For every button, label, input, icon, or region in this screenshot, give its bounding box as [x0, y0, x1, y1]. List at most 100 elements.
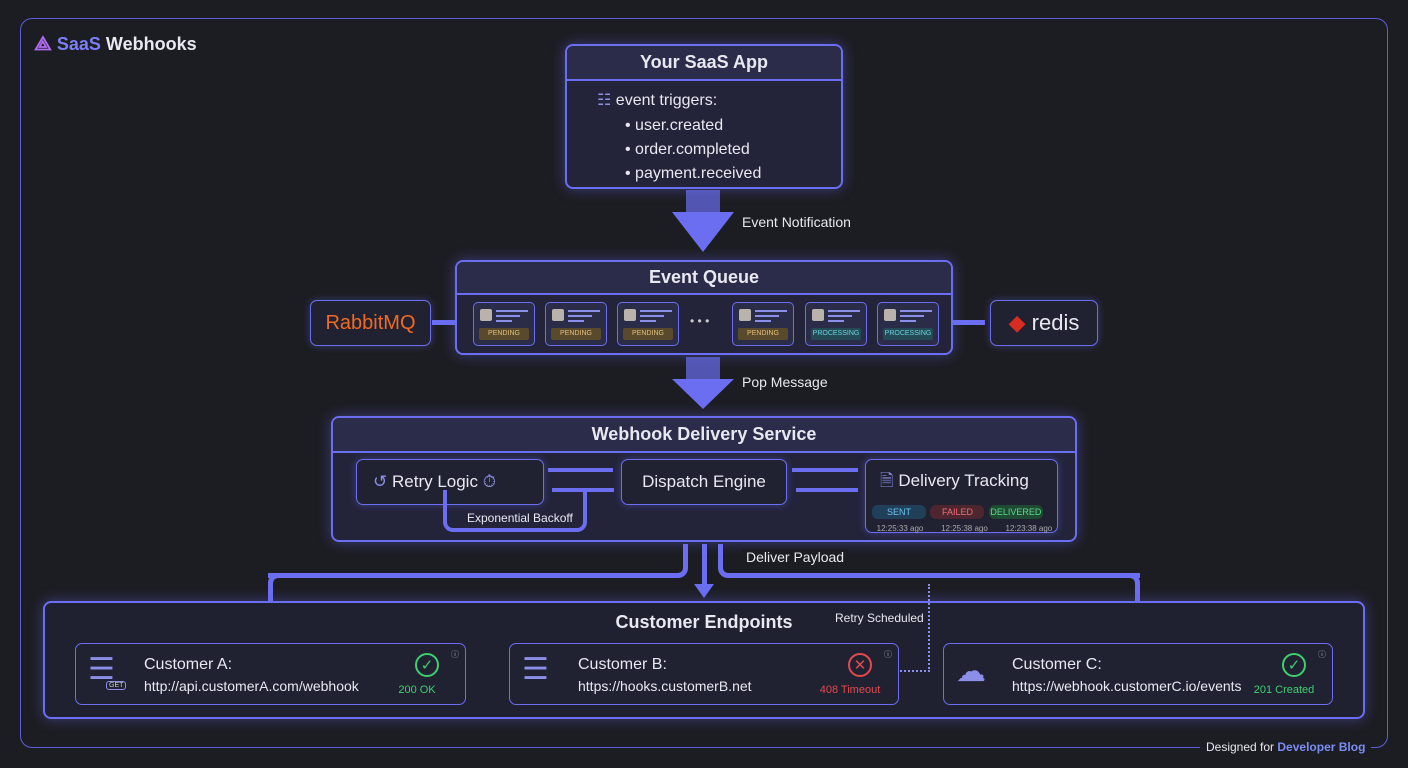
deliver-arrowhead-b — [694, 584, 714, 598]
endpoint-customer-c[interactable]: ☁ Customer C: https://webhook.customerC.… — [943, 643, 1333, 705]
retry-to-dispatch-arrow — [548, 468, 613, 472]
triggers-label-text: event triggers: — [615, 92, 718, 109]
redis-logo-icon: ◆ — [1008, 310, 1026, 335]
delivery-tracking-box: 🗎 Delivery Tracking SENT FAILED DELIVERE… — [865, 459, 1058, 533]
backoff-loop — [443, 490, 587, 532]
info-icon: ⓘ — [451, 650, 459, 659]
list-icon: ☷ — [597, 92, 612, 109]
timer-icon: ⏱ — [482, 472, 496, 491]
dispatch-engine-box: Dispatch Engine — [621, 459, 787, 505]
brand-title-b: Webhooks — [105, 34, 197, 54]
queue-to-redis-arrow — [953, 320, 985, 325]
customer-url: https://webhook.customerC.io/events — [1012, 678, 1242, 694]
message-line — [828, 320, 844, 322]
message-status: PENDING — [479, 328, 529, 340]
customer-url: https://hooks.customerB.net — [578, 678, 752, 694]
get-badge: GET — [106, 681, 127, 690]
delivery-service-title: Webhook Delivery Service — [333, 418, 1075, 453]
message-line — [640, 310, 672, 312]
status-delivered-badge: DELIVERED — [988, 505, 1043, 519]
message-status: PROCESSING — [883, 328, 933, 340]
message-line — [568, 310, 600, 312]
customer-name: Customer A: — [144, 656, 233, 673]
document-search-icon: 🗎 — [880, 471, 894, 490]
info-icon: ⓘ — [884, 650, 892, 659]
notification-arrowhead — [672, 212, 734, 252]
pop-arrowhead — [672, 379, 734, 409]
message-status: PENDING — [551, 328, 601, 340]
retry-scheduled-path — [900, 584, 930, 672]
message-line — [900, 320, 916, 322]
redis-box: ◆ redis — [990, 300, 1098, 346]
server-icon: ☰ — [88, 653, 115, 686]
message-icon — [739, 309, 751, 321]
footer-prefix: Designed for — [1206, 740, 1275, 754]
rabbit-to-queue-arrow — [432, 320, 462, 325]
retry-logic-box: ↺ Retry Logic ⏱ — [356, 459, 544, 505]
message-line — [568, 320, 584, 322]
trigger-item: • user.created — [625, 117, 724, 134]
message-line — [828, 315, 852, 317]
footer-credit: Designed for Developer Blog — [1200, 740, 1372, 754]
triggers-label: ☷ event triggers: — [597, 90, 717, 110]
trigger-text: payment.received — [635, 165, 762, 182]
status-text: 200 OK — [398, 684, 436, 696]
status-text: 408 Timeout — [819, 684, 881, 696]
retry-icon: ↺ — [373, 472, 388, 491]
message-line — [640, 315, 664, 317]
event-queue-title: Event Queue — [457, 262, 951, 295]
trigger-text: order.completed — [635, 141, 750, 158]
trigger-item: • order.completed — [625, 141, 750, 158]
deliver-line-c — [1123, 573, 1140, 625]
endpoint-customer-b[interactable]: ☰ Customer B: https://hooks.customerB.ne… — [509, 643, 899, 705]
x-icon: ✕ — [848, 653, 872, 677]
message-status: PROCESSING — [811, 328, 861, 340]
customer-endpoints-title: Customer Endpoints — [615, 612, 793, 632]
message-line — [496, 310, 528, 312]
queue-ellipsis: • • • — [690, 314, 710, 328]
brand: ⟁ SaaS Webhooks — [34, 33, 197, 56]
event-notification-label: Event Notification — [742, 214, 851, 230]
message-line — [496, 315, 520, 317]
deliver-line-c-top — [718, 544, 1140, 578]
pop-arrow — [686, 357, 720, 379]
message-icon — [624, 309, 636, 321]
redis-label: redis — [1031, 310, 1080, 335]
cloud-icon: ☁ — [956, 655, 986, 688]
customer-name: Customer C: — [1012, 656, 1102, 673]
app-title: Your SaaS App — [567, 46, 841, 81]
message-icon — [884, 309, 896, 321]
message-line — [900, 310, 932, 312]
status-delivered-time: 12:23:38 ago — [1005, 524, 1053, 533]
check-icon: ✓ — [1282, 653, 1306, 677]
delivery-tracking-title: Delivery Tracking — [898, 471, 1029, 490]
queue-message-card: PENDING — [732, 302, 794, 346]
deliver-line-b — [702, 544, 707, 586]
queue-message-card: PENDING — [473, 302, 535, 346]
deliver-payload-label: Deliver Payload — [742, 549, 849, 565]
retry-logic-label: Retry Logic — [391, 472, 478, 491]
message-line — [828, 310, 860, 312]
dispatch-engine-label: Dispatch Engine — [642, 472, 766, 491]
exponential-backoff-label: Exponential Backoff — [465, 511, 575, 525]
queue-message-card: PROCESSING — [805, 302, 867, 346]
tracking-to-dispatch-arrow — [796, 488, 858, 492]
trigger-item: • payment.received — [625, 165, 762, 182]
webhook-logo-icon: ⟁ — [34, 33, 52, 55]
endpoint-customer-a[interactable]: ☰ GET Customer A: http://api.customerA.c… — [75, 643, 466, 705]
trigger-list: • user.created • order.completed • payme… — [625, 114, 761, 186]
pop-message-label: Pop Message — [742, 374, 828, 390]
diagram-frame — [20, 18, 1388, 748]
message-line — [496, 320, 512, 322]
customer-url: http://api.customerA.com/webhook — [144, 678, 359, 694]
notification-arrow — [686, 190, 720, 212]
deliver-line-a — [268, 573, 280, 625]
check-icon: ✓ — [415, 653, 439, 677]
message-line — [755, 310, 787, 312]
message-icon — [552, 309, 564, 321]
rabbitmq-logo: RabbitMQ — [325, 312, 416, 334]
info-icon: ⓘ — [1318, 650, 1326, 659]
server-clock-icon: ☰ — [522, 653, 549, 686]
queue-message-card: PROCESSING — [877, 302, 939, 346]
message-line — [568, 315, 592, 317]
